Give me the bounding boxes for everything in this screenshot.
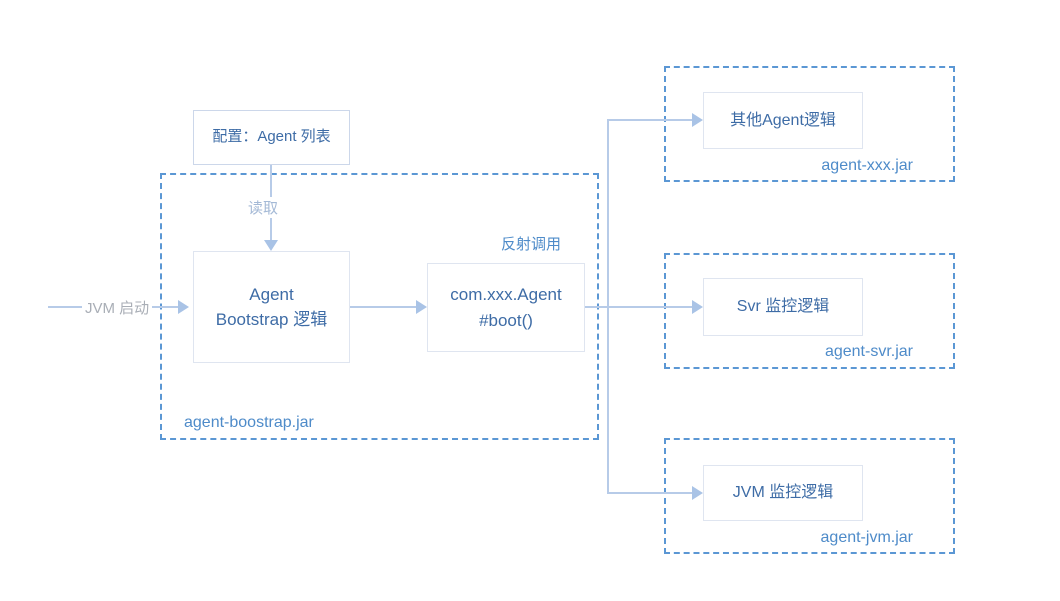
branch-bottom-arrowhead-icon [692,486,703,500]
branch-bottom-line [607,492,692,494]
jvm-monitor-node: JVM 监控逻辑 [703,465,863,521]
agent-bootstrap-node: Agent Bootstrap 逻辑 [193,251,350,363]
agent-bootstrap-label-line2: Bootstrap 逻辑 [215,310,328,329]
read-label: 读取 [245,197,282,218]
svr-monitor-label: Svr 监控逻辑 [736,298,830,315]
bootstrap-to-com-arrowhead-icon [416,300,427,314]
agent-jvm-jar-label: agent-jvm.jar [820,529,913,546]
jvm-monitor-label: JVM 监控逻辑 [732,484,834,501]
config-agent-list-label: 配置：Agent 列表 [212,128,331,146]
agent-xxx-jar-label: agent-xxx.jar [821,157,913,174]
com-agent-boot-node: com.xxx.Agent #boot() [427,263,585,352]
agent-bootstrap-label-line1: Agent [249,284,294,304]
bootstrap-jar-label: agent-boostrap.jar [184,414,314,431]
svr-monitor-node: Svr 监控逻辑 [703,278,863,336]
agent-svr-jar-container [664,253,955,369]
jvm-start-label: JVM 启动 [82,297,153,318]
branch-top-line [607,119,692,121]
branch-top-arrowhead-icon [692,113,703,127]
agent-xxx-jar-container [664,66,955,182]
jvm-start-arrowhead-icon [178,300,189,314]
branch-vertical-line [607,119,609,494]
branch-middle-arrowhead-icon [692,300,703,314]
agent-svr-jar-label: agent-svr.jar [824,343,913,360]
reflect-call-label: 反射调用 [501,236,562,253]
other-agent-label: 其他Agent逻辑 [730,111,836,129]
config-agent-list-node: 配置：Agent 列表 [193,110,350,165]
com-agent-label-line2: #boot() [479,310,533,330]
bootstrap-to-com-line [350,306,416,308]
agent-jvm-jar-container [664,438,955,554]
other-agent-node: 其他Agent逻辑 [703,92,863,149]
com-agent-label-line1: com.xxx.Agent [450,285,562,304]
branch-middle-line [585,306,692,308]
read-arrowhead-icon [264,240,278,251]
